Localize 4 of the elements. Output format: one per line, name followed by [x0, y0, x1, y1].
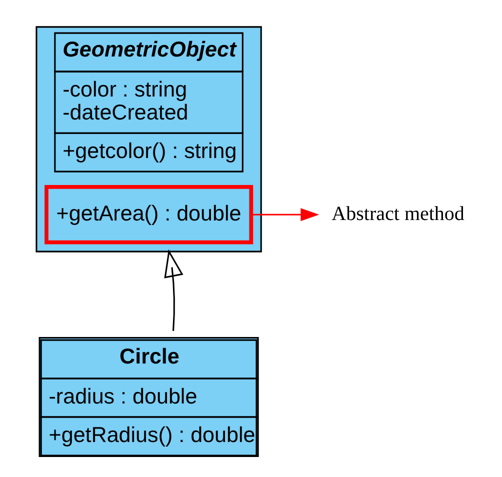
arrow [251, 208, 319, 222]
node-box: +getArea() : double [44, 185, 253, 244]
node-text: Abstract method [331, 202, 464, 225]
arrow [164, 249, 183, 331]
